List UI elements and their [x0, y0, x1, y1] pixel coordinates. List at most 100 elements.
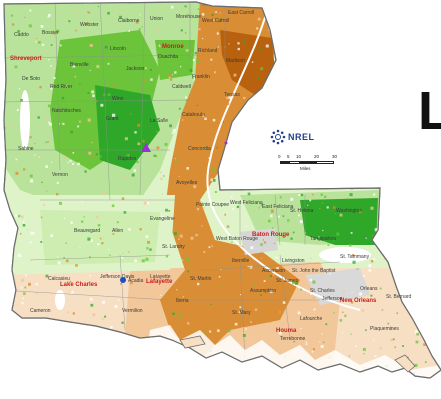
- speckle: [204, 117, 207, 120]
- speckle: [34, 142, 36, 144]
- speckle: [39, 156, 41, 158]
- speckle: [75, 264, 78, 267]
- speckle: [212, 179, 216, 182]
- speckle: [417, 265, 420, 268]
- speckle: [6, 212, 8, 214]
- speckle: [103, 93, 106, 96]
- speckle: [335, 104, 337, 106]
- speckle: [358, 210, 362, 214]
- speckle: [289, 41, 291, 43]
- speckle: [14, 65, 18, 69]
- speckle: [102, 300, 105, 304]
- speckle: [104, 315, 107, 318]
- speckle: [431, 142, 434, 145]
- speckle: [349, 244, 352, 247]
- speckle: [90, 303, 94, 307]
- speckle: [424, 304, 427, 307]
- speckle: [172, 126, 174, 128]
- speckle: [218, 276, 221, 278]
- speckle: [143, 201, 147, 205]
- speckle: [164, 344, 167, 348]
- speckle: [96, 65, 100, 69]
- speckle: [279, 311, 281, 313]
- parish-label: La Salle: [150, 118, 168, 124]
- speckle: [292, 311, 296, 315]
- speckle: [25, 274, 27, 277]
- speckle: [128, 251, 130, 253]
- speckle: [287, 219, 290, 222]
- speckle: [133, 169, 137, 172]
- speckle: [46, 190, 48, 192]
- speckle: [56, 348, 59, 352]
- speckle: [124, 137, 128, 141]
- speckle: [102, 192, 105, 195]
- speckle: [396, 254, 400, 258]
- speckle: [91, 90, 95, 94]
- coastal-marsh-fringe: [140, 325, 441, 378]
- speckle: [357, 70, 361, 74]
- washington-dark-green-zone: [300, 198, 378, 245]
- speckle: [228, 96, 232, 99]
- speckle: [300, 17, 304, 20]
- speckle: [348, 355, 351, 357]
- speckle: [333, 312, 335, 314]
- speckle: [229, 80, 232, 83]
- parish-label: Acadia: [128, 278, 144, 284]
- speckle: [21, 330, 24, 333]
- speckle: [327, 244, 330, 246]
- speckle: [212, 118, 216, 122]
- speckle: [349, 372, 352, 374]
- speckle: [281, 235, 285, 238]
- speckle: [333, 206, 336, 209]
- parish-label: Iberville: [232, 258, 249, 264]
- speckle: [122, 252, 124, 254]
- parish-label: St. Bernard: [386, 294, 412, 300]
- speckle: [15, 171, 19, 175]
- speckle: [419, 150, 422, 153]
- speckle: [40, 155, 43, 158]
- speckle: [300, 193, 304, 197]
- speckle: [431, 252, 433, 255]
- speckle: [61, 96, 65, 100]
- speckle: [273, 5, 277, 9]
- speckle: [105, 365, 109, 369]
- speckle: [201, 225, 203, 227]
- speckle: [391, 212, 393, 215]
- speckle: [89, 274, 91, 277]
- speckle: [310, 257, 312, 260]
- speckle: [178, 107, 181, 110]
- speckle: [181, 259, 184, 262]
- speckle: [198, 292, 202, 296]
- speckle: [315, 72, 319, 75]
- speckle: [218, 46, 220, 48]
- speckle: [87, 118, 91, 122]
- speckle: [370, 260, 374, 263]
- speckle: [12, 319, 14, 321]
- speckle: [224, 168, 226, 171]
- parish-label: Plaquemines: [370, 326, 399, 332]
- speckle: [396, 222, 398, 224]
- speckle: [119, 15, 122, 19]
- speckle: [23, 292, 26, 295]
- speckle: [431, 320, 433, 323]
- speckle: [350, 105, 353, 108]
- speckle: [408, 62, 412, 66]
- speckle: [367, 7, 371, 11]
- speckle: [392, 338, 395, 341]
- speckle: [66, 311, 69, 314]
- speckle: [268, 219, 271, 223]
- speckle: [398, 260, 402, 264]
- speckle: [425, 145, 428, 148]
- speckle: [147, 240, 150, 244]
- speckle: [383, 257, 386, 260]
- speckle: [2, 321, 4, 323]
- speckle: [369, 127, 373, 131]
- speckle: [202, 114, 205, 117]
- speckle: [250, 138, 253, 140]
- speckle: [324, 64, 328, 68]
- speckle: [150, 78, 153, 81]
- speckle: [70, 130, 73, 134]
- speckle: [390, 338, 393, 342]
- speckle: [321, 333, 323, 335]
